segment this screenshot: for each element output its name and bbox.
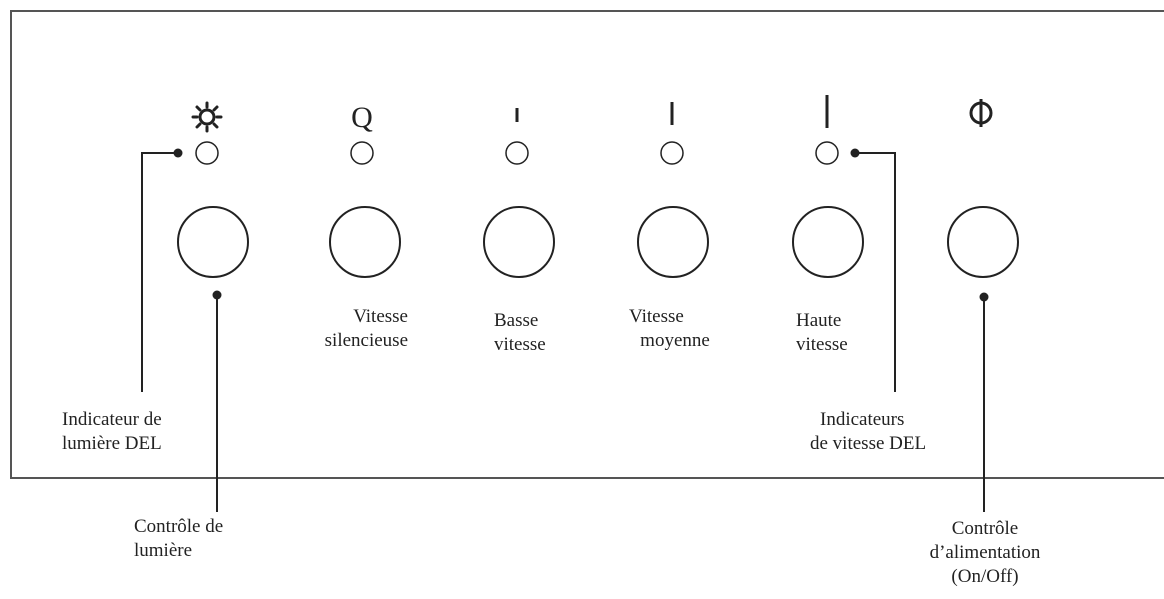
led-low <box>505 141 529 165</box>
callout-speed-leds <box>856 152 896 392</box>
low-speed-button <box>483 206 555 278</box>
light-button <box>177 206 249 278</box>
quiet-speed-button <box>329 206 401 278</box>
q-letter-icon: Q <box>351 101 373 134</box>
label-medium-speed: Vitesse moyenne <box>629 306 710 351</box>
callout-label-light-led: Indicateur de lumière DEL <box>62 409 162 454</box>
label-high-speed: Haute vitesse <box>796 310 848 355</box>
medium-speed-button <box>637 206 709 278</box>
label-quiet-speed: Vitesse silencieuse <box>324 306 408 351</box>
callout-label-speed-leds: Indicateurs de vitesse DEL <box>810 409 927 454</box>
label-low-speed: Basse vitesse <box>494 310 546 355</box>
power-button <box>947 206 1019 278</box>
callout-light-led <box>141 152 177 392</box>
led-high <box>815 141 839 165</box>
led-medium <box>660 141 684 165</box>
panel-outline <box>10 10 1164 479</box>
led-light <box>195 141 219 165</box>
callout-label-power-control: Contrôle d’alimentation (On/Off) <box>929 518 1041 587</box>
callout-label-light-control: Contrôle de lumière <box>134 516 224 561</box>
power-icon <box>969 99 993 127</box>
led-quiet <box>350 141 374 165</box>
high-speed-button <box>792 206 864 278</box>
sun-icon <box>191 101 223 133</box>
